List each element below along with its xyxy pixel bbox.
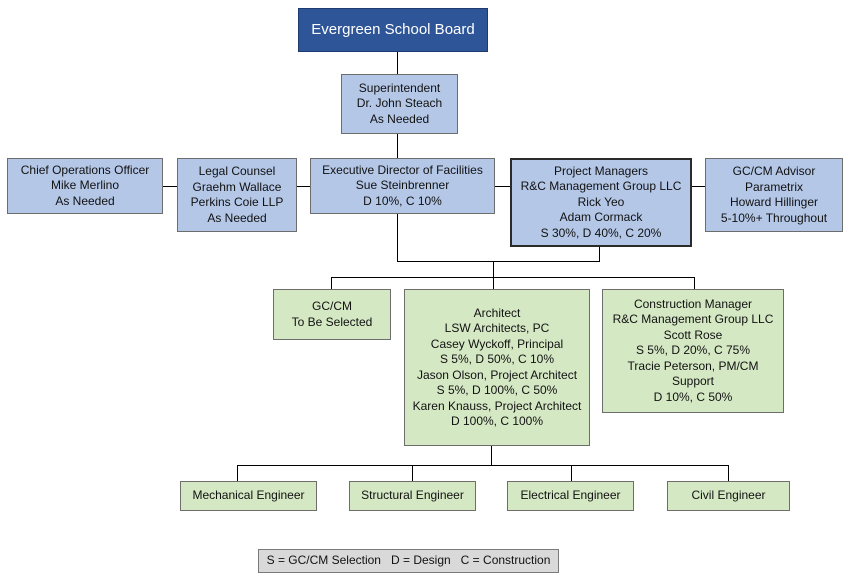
connector	[571, 465, 572, 481]
school-board-title: Evergreen School Board	[311, 21, 475, 39]
legal-title: Legal Counsel	[198, 164, 276, 178]
connector	[397, 214, 398, 262]
pm-name-2: Adam Cormack	[559, 210, 643, 225]
connector	[728, 465, 729, 481]
electrical-engineer-box: Electrical Engineer	[507, 481, 634, 511]
facilities-title: Executive Director of Facilities	[322, 162, 483, 177]
construction-manager-box: Construction Manager R&C Management Grou…	[602, 289, 784, 413]
legal-name: Graehm Wallace	[192, 179, 282, 194]
gccm-status: To Be Selected	[291, 314, 373, 329]
cm-support-role: Support	[671, 374, 715, 389]
cm-support-allocation: D 10%, C 50%	[653, 389, 733, 404]
electrical-engineer-label: Electrical Engineer	[520, 488, 621, 503]
legal-counsel-box: Legal Counsel Graehm Wallace Perkins Coi…	[177, 158, 297, 232]
mechanical-engineer-label: Mechanical Engineer	[192, 488, 305, 503]
architect-project-architect-1: Jason Olson, Project Architect	[416, 367, 578, 382]
superintendent-name: Dr. John Steach	[356, 96, 443, 111]
coo-availability: As Needed	[55, 193, 115, 208]
connector	[297, 186, 310, 187]
cm-support-name: Tracie Peterson, PM/CM	[627, 358, 759, 373]
advisor-firm: Parametrix	[744, 179, 803, 194]
pm-allocation: S 30%, D 40%, C 20%	[540, 225, 662, 240]
pm-name-1: Rick Yeo	[577, 194, 625, 209]
connector	[397, 134, 398, 158]
advisor-name: Howard Hillinger	[729, 195, 819, 209]
facilities-director-box: Executive Director of Facilities Sue Ste…	[310, 158, 495, 214]
legend-text: S = GC/CM Selection D = Design C = Const…	[266, 553, 551, 568]
coo-name: Mike Merlino	[50, 178, 119, 193]
connector	[493, 277, 494, 289]
school-board-box: Evergreen School Board	[298, 8, 488, 52]
connector	[491, 446, 492, 465]
architect-principal: Casey Wyckoff, Principal	[430, 336, 564, 351]
superintendent-box: Superintendent Dr. John Steach As Needed	[341, 74, 458, 134]
legal-firm: Perkins Coie LLP	[190, 195, 284, 209]
connector	[237, 465, 728, 466]
connector	[412, 465, 413, 481]
architect-project-architect-2: Karen Knauss, Project Architect	[412, 398, 582, 413]
architect-firm: LSW Architects, PC	[444, 321, 550, 335]
connector	[397, 261, 600, 262]
connector	[237, 465, 238, 481]
cm-name: Scott Rose	[663, 327, 723, 342]
project-managers-box: Project Managers R&C Management Group LL…	[510, 158, 692, 247]
cm-title: Construction Manager	[633, 296, 753, 311]
facilities-allocation: D 10%, C 10%	[363, 193, 442, 208]
gccm-advisor-box: GC/CM Advisor Parametrix Howard Hillinge…	[705, 158, 843, 232]
superintendent-availability: As Needed	[369, 111, 430, 126]
civil-engineer-box: Civil Engineer	[667, 481, 790, 511]
legend-box: S = GC/CM Selection D = Design C = Const…	[258, 549, 559, 573]
architect-project-architect-2-allocation: D 100%, C 100%	[450, 414, 544, 428]
connector	[493, 261, 494, 278]
connector	[599, 247, 600, 262]
coo-title: Chief Operations Officer	[20, 162, 150, 177]
pm-firm: R&C Management Group LLC	[520, 179, 682, 194]
cm-firm: R&C Management Group LLC	[612, 312, 774, 327]
connector	[331, 277, 332, 289]
advisor-allocation: 5-10%+ Throughout	[720, 210, 828, 225]
cm-allocation: S 5%, D 20%, C 75%	[635, 343, 751, 358]
structural-engineer-box: Structural Engineer	[349, 481, 476, 511]
architect-box: Architect LSW Architects, PC Casey Wycko…	[404, 289, 590, 446]
architect-principal-allocation: S 5%, D 50%, C 10%	[439, 352, 555, 366]
gccm-box: GC/CM To Be Selected	[273, 289, 391, 340]
architect-title: Architect	[473, 305, 521, 320]
coo-box: Chief Operations Officer Mike Merlino As…	[7, 158, 163, 214]
connector	[163, 186, 177, 187]
connector	[495, 186, 510, 187]
gccm-title: GC/CM	[312, 299, 352, 313]
structural-engineer-label: Structural Engineer	[361, 488, 464, 503]
mechanical-engineer-box: Mechanical Engineer	[180, 481, 317, 511]
architect-project-architect-1-allocation: S 5%, D 100%, C 50%	[436, 383, 558, 397]
superintendent-title: Superintendent	[358, 80, 441, 95]
connector	[331, 277, 695, 278]
facilities-name: Sue Steinbrenner	[355, 178, 450, 193]
legal-availability: As Needed	[207, 210, 267, 225]
connector	[397, 52, 398, 74]
advisor-title: GC/CM Advisor	[732, 164, 816, 178]
pm-title: Project Managers	[553, 163, 649, 178]
connector	[692, 186, 705, 187]
civil-engineer-label: Civil Engineer	[691, 488, 766, 503]
connector	[694, 277, 695, 289]
